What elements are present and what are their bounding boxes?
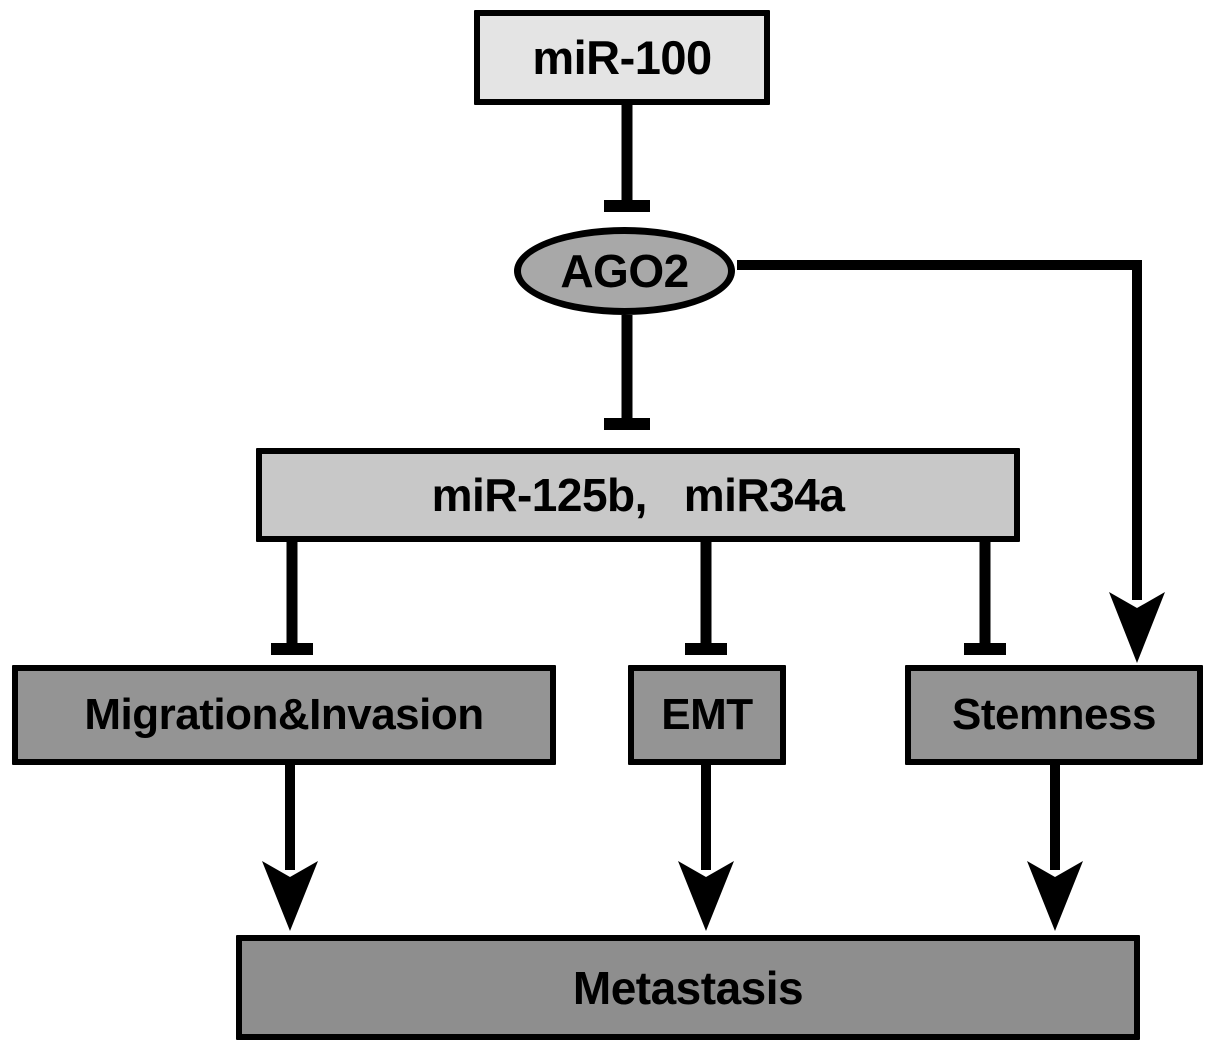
- edge-mirs-inhibits-migration: [271, 542, 313, 655]
- node-ago2[interactable]: AGO2: [514, 227, 735, 315]
- edge-mirs-inhibits-stemness: [964, 542, 1006, 655]
- edge-migration-promotes-metastasis: [262, 765, 318, 931]
- node-emt[interactable]: EMT: [628, 665, 786, 765]
- edge-mir100-inhibits-ago2: [604, 105, 650, 212]
- node-metastasis[interactable]: Metastasis: [236, 935, 1140, 1040]
- edge-stemness-promotes-metastasis: [1027, 765, 1083, 931]
- node-mir100[interactable]: miR-100: [474, 10, 770, 105]
- node-mir125b-mir34a[interactable]: miR-125b, miR34a: [256, 448, 1020, 542]
- edge-ago2-promotes-stemness: [737, 260, 1165, 663]
- node-stemness[interactable]: Stemness: [905, 665, 1203, 765]
- edge-ago2-inhibits-mirs: [604, 315, 650, 430]
- node-migration-invasion[interactable]: Migration&Invasion: [12, 665, 556, 765]
- edge-mirs-inhibits-emt: [685, 542, 727, 655]
- edge-emt-promotes-metastasis: [678, 765, 734, 931]
